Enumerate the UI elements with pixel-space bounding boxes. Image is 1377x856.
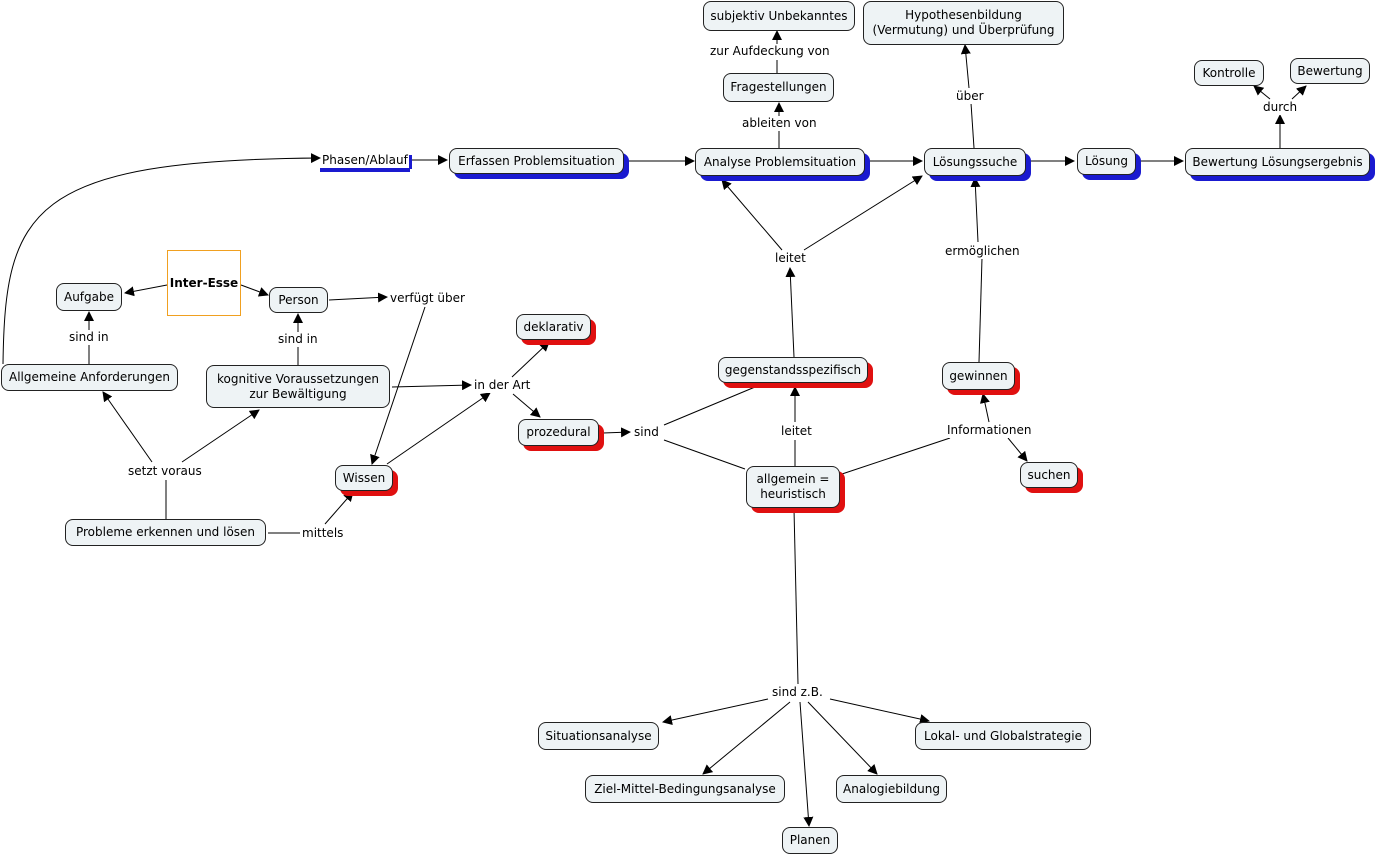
edge-verfuegt-wissen bbox=[370, 306, 426, 465]
edge-sind-allgemein bbox=[663, 439, 746, 470]
edge-sindzb-planen bbox=[799, 701, 814, 827]
node-bewertung[interactable]: Bewertung bbox=[1290, 58, 1370, 84]
node-kognitive-voraussetzungen-text: kognitive Voraussetzungen zur Bewältigun… bbox=[217, 371, 379, 401]
edge-loesungssuche-ueber bbox=[970, 102, 975, 149]
node-allgemein-heuristisch[interactable]: allgemein = heuristisch bbox=[746, 466, 840, 508]
link-sind-in-aufgabe: sind in bbox=[67, 330, 111, 345]
edge-inderart-prozedural bbox=[512, 393, 541, 418]
edge-sindzb-ziel bbox=[702, 701, 791, 775]
node-kontrolle[interactable]: Kontrolle bbox=[1194, 60, 1264, 86]
link-informationen: Informationen bbox=[945, 423, 1034, 438]
edge-informationen-suchen bbox=[1007, 437, 1028, 462]
node-hypothesenbildung[interactable]: Hypothesenbildung (Vermutung) und Überpr… bbox=[863, 1, 1064, 45]
phasen-marker bbox=[408, 155, 412, 169]
node-gegenstandsspezifisch[interactable]: gegenstandsspezifisch bbox=[718, 357, 868, 383]
link-sind: sind bbox=[632, 425, 661, 440]
node-situationsanalyse[interactable]: Situationsanalyse bbox=[538, 722, 659, 750]
node-subjektiv-unbekanntes[interactable]: subjektiv Unbekanntes bbox=[703, 1, 855, 31]
node-allgemeine-anforderungen[interactable]: Allgemeine Anforderungen bbox=[1, 364, 178, 391]
edge-setzt-kognitive bbox=[181, 409, 260, 463]
link-sind-zb: sind z.B. bbox=[770, 685, 825, 700]
edge-ueber-hypothesen bbox=[960, 44, 971, 89]
node-analogiebildung[interactable]: Analogiebildung bbox=[836, 775, 947, 803]
link-sind-in-person: sind in bbox=[276, 332, 320, 347]
node-probleme-erkennen[interactable]: Probleme erkennen und lösen bbox=[65, 519, 266, 546]
node-person[interactable]: Person bbox=[269, 287, 328, 313]
edge-inter-person bbox=[240, 284, 269, 297]
link-leitet-top: leitet bbox=[773, 251, 808, 266]
node-wissen[interactable]: Wissen bbox=[335, 465, 393, 491]
node-inter-esse[interactable]: Inter-Esse bbox=[167, 250, 241, 316]
node-planen[interactable]: Planen bbox=[782, 827, 838, 854]
link-ableiten-von: ableiten von bbox=[740, 116, 819, 131]
edge-allgemeine-phasen bbox=[2, 153, 321, 365]
edge-ermoeglichen-loesungssuche bbox=[970, 177, 981, 243]
edge-sindzb-lokal bbox=[829, 698, 930, 724]
node-ziel-mittel-bedingungsanalyse[interactable]: Ziel-Mittel-Bedingungsanalyse bbox=[585, 775, 785, 803]
link-ermoeglichen: ermöglichen bbox=[943, 244, 1022, 259]
node-phasen-ablauf-text: Phasen/Ablauf bbox=[322, 153, 408, 167]
link-verfuegt-ueber: verfügt über bbox=[388, 291, 467, 306]
node-fragestellungen[interactable]: Fragestellungen bbox=[723, 73, 834, 102]
node-kognitive-voraussetzungen[interactable]: kognitive Voraussetzungen zur Bewältigun… bbox=[206, 365, 390, 408]
node-loesungssuche[interactable]: Lösungssuche bbox=[924, 148, 1026, 176]
edge-sindzb-analogie bbox=[807, 701, 878, 775]
link-ueber: über bbox=[954, 89, 986, 104]
node-phasen-ablauf[interactable]: Phasen/Ablauf bbox=[320, 153, 412, 172]
edge-prozedural-sind bbox=[602, 427, 631, 438]
edge-informationen-gewinnen bbox=[979, 393, 990, 423]
edge-inderart-deklarativ bbox=[511, 341, 550, 378]
node-lokal-globalstrategie[interactable]: Lokal- und Globalstrategie bbox=[915, 722, 1091, 750]
node-analyse-problemsituation[interactable]: Analyse Problemsituation bbox=[695, 148, 865, 176]
edge-wissen-inderart bbox=[386, 392, 491, 465]
node-loesung[interactable]: Lösung bbox=[1077, 148, 1136, 175]
link-in-der-art: in der Art bbox=[472, 378, 533, 393]
node-aufgabe[interactable]: Aufgabe bbox=[56, 283, 122, 311]
node-gewinnen[interactable]: gewinnen bbox=[942, 362, 1015, 390]
edge-leitet-analyse bbox=[721, 179, 783, 251]
edge-sind-gegenstand bbox=[663, 386, 756, 426]
edge-allgemein-informationen bbox=[841, 437, 951, 475]
edge-allgemein-sindzb bbox=[793, 508, 799, 685]
edge-durch-bewertung bbox=[1291, 85, 1307, 100]
link-leitet-mid: leitet bbox=[779, 424, 814, 439]
node-deklarativ[interactable]: deklarativ bbox=[516, 314, 591, 340]
node-prozedural[interactable]: prozedural bbox=[518, 419, 599, 446]
edge-setzt-allgemeine bbox=[102, 391, 153, 463]
node-allgemein-heuristisch-text: allgemein = heuristisch bbox=[756, 472, 830, 501]
node-hypothesenbildung-text: Hypothesenbildung (Vermutung) und Überpr… bbox=[872, 8, 1055, 37]
edge-durch-kontrolle bbox=[1253, 85, 1271, 100]
node-suchen[interactable]: suchen bbox=[1020, 462, 1078, 488]
node-bewertung-loesungsergebnis[interactable]: Bewertung Lösungsergebnis bbox=[1185, 148, 1370, 176]
edge-kognitive-inderart bbox=[391, 380, 472, 391]
link-zur-aufdeckung: zur Aufdeckung von bbox=[708, 44, 832, 59]
link-mittels: mittels bbox=[300, 526, 346, 541]
edge-mittels-wissen bbox=[324, 491, 354, 525]
edge-leitet-loesungssuche bbox=[803, 175, 923, 251]
edge-gewinnen-ermoeglichen bbox=[978, 257, 983, 363]
link-durch: durch bbox=[1261, 100, 1300, 115]
edge-sindzb-situationsanalyse bbox=[662, 698, 769, 725]
node-erfassen-problemsituation[interactable]: Erfassen Problemsituation bbox=[449, 148, 624, 174]
link-setzt-voraus: setzt voraus bbox=[126, 464, 204, 479]
edge-inter-aufgabe bbox=[124, 284, 168, 297]
edge-person-verfuegt bbox=[328, 292, 388, 303]
edge-gegenstand-leitet bbox=[785, 267, 796, 358]
